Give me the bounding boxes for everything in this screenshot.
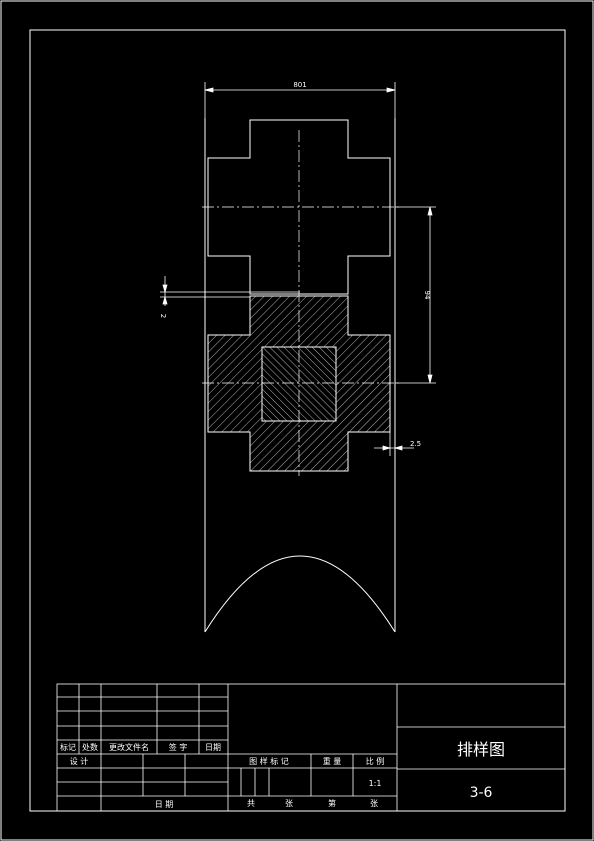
dimension-strip-width: [204, 82, 396, 118]
dimension-small-offset: [160, 276, 300, 306]
drawing-title: 排样图: [457, 740, 505, 759]
tb-signature-header: 签 字: [169, 742, 188, 752]
dimension-pitch: [395, 206, 436, 384]
tb-stage-mark-header: 图 样 标 记: [249, 756, 289, 766]
tb-date-header: 日期: [205, 743, 221, 752]
tb-scale-value: 1:1: [369, 779, 382, 788]
tb-mark-header: 标记: [60, 742, 76, 752]
dimension-edge-offset-label: 2.5: [410, 440, 421, 448]
tb-change-doc-header: 更改文件名: [109, 742, 149, 752]
tb-date2-label: 日 期: [155, 800, 174, 809]
dimension-pitch-label: 94: [423, 291, 431, 300]
tb-weight-header: 重 量: [323, 756, 342, 766]
title-block: [56, 683, 566, 812]
tb-scale-header: 比 例: [366, 756, 385, 766]
tb-sheet-unit2-label: 张: [370, 799, 378, 808]
tb-total-label: 共: [247, 799, 255, 808]
strip-outline: [204, 118, 396, 633]
tb-sheet-unit-label: 张: [285, 799, 293, 808]
dimension-small-offset-label: 2: [159, 314, 167, 318]
tb-count-header: 处数: [82, 742, 98, 752]
drawing-number: 3-6: [470, 785, 493, 801]
tb-sheet-no-label: 第: [328, 798, 336, 808]
dimension-strip-width-label: 801: [293, 81, 306, 89]
center-lines: [202, 130, 400, 476]
tb-design-label: 设 计: [70, 756, 89, 766]
upper-cross-outline: [207, 119, 391, 295]
dimension-edge-offset: [374, 432, 414, 456]
